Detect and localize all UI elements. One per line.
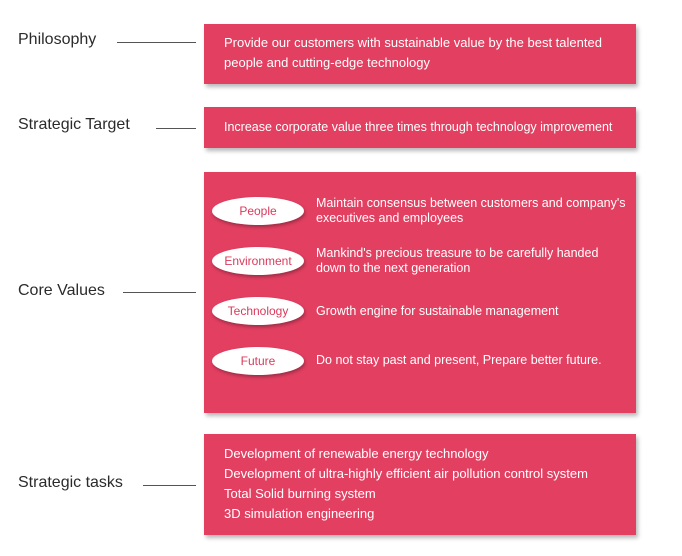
strategic-task-item: Total Solid burning system bbox=[224, 486, 376, 501]
strategic-tasks-box bbox=[204, 434, 636, 535]
strategic-target-connector bbox=[156, 128, 196, 129]
core-value-pill-future: Future bbox=[212, 347, 304, 375]
philosophy-box: Provide our customers with sustainable v… bbox=[204, 24, 636, 84]
strategic-target-text: Increase corporate value three times thr… bbox=[224, 120, 613, 134]
strategic-task-item: 3D simulation engineering bbox=[224, 506, 375, 521]
strategic-task-item: Development of renewable energy technolo… bbox=[224, 446, 489, 461]
philosophy-text: Provide our customers with sustainable v… bbox=[224, 35, 602, 70]
core-value-pill-technology: Technology bbox=[212, 297, 304, 325]
core-value-pill-environment: Environment bbox=[212, 247, 304, 275]
strategic-target-label: Strategic Target bbox=[18, 116, 130, 133]
core-value-desc-technology: Growth engine for sustainable management bbox=[316, 304, 559, 318]
strategic-task-item: Development of ultra-highly efficient ai… bbox=[224, 466, 588, 481]
core-value-pill-people: People bbox=[212, 197, 304, 225]
core-value-desc-future: Do not stay past and present, Prepare be… bbox=[316, 353, 602, 367]
philosophy-label: Philosophy bbox=[18, 31, 97, 48]
strategic-target-box: Increase corporate value three times thr… bbox=[204, 107, 636, 148]
core-values-label: Core Values bbox=[18, 282, 105, 299]
strategic-tasks-label: Strategic tasks bbox=[18, 474, 123, 491]
strategic-tasks-connector bbox=[143, 485, 196, 486]
philosophy-connector bbox=[117, 42, 196, 43]
core-value-desc-environment: Mankind's precious treasure to be carefu… bbox=[316, 246, 599, 275]
core-values-connector bbox=[123, 292, 196, 293]
core-value-desc-people: Maintain consensus between customers and… bbox=[316, 196, 626, 225]
